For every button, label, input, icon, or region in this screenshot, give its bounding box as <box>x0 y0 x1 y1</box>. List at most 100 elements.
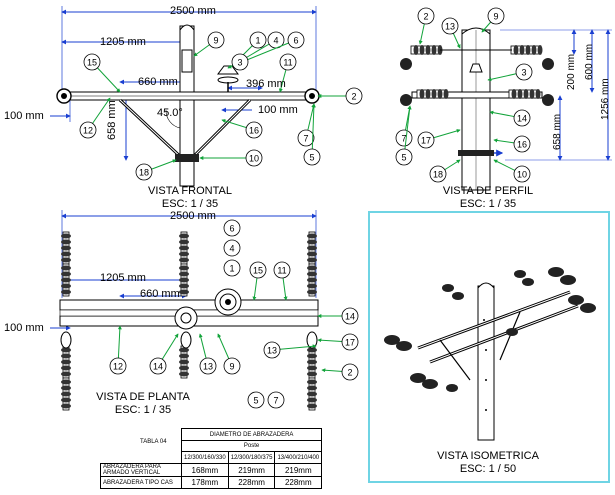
callout-number: 6 <box>229 224 234 234</box>
callout-number: 13 <box>203 362 213 372</box>
callout-leader <box>311 103 316 158</box>
table-col: 13/400/210/400 <box>274 451 323 464</box>
callout-balloon <box>83 53 101 71</box>
callout-balloon <box>207 31 225 49</box>
caption-side-scale: ESC: 1 / 35 <box>459 198 517 210</box>
callout-number: 9 <box>213 36 218 46</box>
dim-plan-2500: 2500 mm <box>170 210 216 222</box>
callout-number: 12 <box>83 126 93 136</box>
callout-balloon <box>199 357 217 375</box>
callout-balloon <box>287 31 305 49</box>
caption-iso: VISTA ISOMETRICA ESC: 1 / 50 <box>428 450 548 476</box>
plan-view <box>50 210 319 411</box>
callout-balloon <box>263 341 281 359</box>
callout-number: 17 <box>345 338 355 348</box>
table-cell: 219mm <box>274 463 323 477</box>
callout-balloon <box>513 135 531 153</box>
callout-balloon <box>79 121 97 139</box>
callout-number: 15 <box>87 58 97 68</box>
callout-number: 7 <box>303 134 308 144</box>
callout-balloon <box>513 165 531 183</box>
dim-front-angle: 45.0° <box>157 107 183 119</box>
callout-number: 4 <box>273 36 278 46</box>
clamp-table: DIAMETRO DE ABRAZADERA Poste 12/300/160/… <box>100 428 323 489</box>
callout-number: 7 <box>273 396 278 406</box>
callout-balloon <box>231 53 249 71</box>
dim-front-660: 660 mm <box>138 76 178 88</box>
callout-balloon <box>223 239 241 257</box>
dim-front-100-right: 100 mm <box>258 104 298 116</box>
dim-front-2500: 2500 mm <box>170 5 216 17</box>
callout-balloon <box>273 261 291 279</box>
callout-number: 13 <box>445 22 455 32</box>
callout-number: 5 <box>253 396 258 406</box>
callout-number: 6 <box>293 36 298 46</box>
callout-balloon <box>223 219 241 237</box>
callout-number: 1 <box>255 36 260 46</box>
callout-balloon <box>279 53 297 71</box>
callout-balloon <box>303 148 321 166</box>
caption-front: VISTA FRONTAL ESC: 1 / 35 <box>140 185 240 211</box>
callout-leader <box>403 105 412 158</box>
table-cell: 168mm <box>181 463 229 477</box>
caption-side: VISTA DE PERFIL ESC: 1 / 35 <box>438 185 538 211</box>
callout-number: 15 <box>253 266 263 276</box>
callout-number: 18 <box>433 170 443 180</box>
callout-balloon <box>109 357 127 375</box>
callout-balloon <box>417 131 435 149</box>
callout-balloon <box>247 391 265 409</box>
caption-side-title: VISTA DE PERFIL <box>442 185 534 197</box>
dim-plan-1205: 1205 mm <box>100 272 146 284</box>
table-header-group: DIAMETRO DE ABRAZADERA <box>180 428 323 441</box>
table-row-label: ABRAZADERA TIPO CAS <box>100 476 182 489</box>
callout-balloon <box>441 17 459 35</box>
callout-balloon <box>417 7 435 25</box>
table-row-label: ABRAZADERA PARA ARMADO VERTICAL <box>100 463 182 477</box>
caption-plan: VISTA DE PLANTA ESC: 1 / 35 <box>88 391 198 417</box>
caption-plan-title: VISTA DE PLANTA <box>96 391 190 403</box>
callout-number: 9 <box>493 12 498 22</box>
caption-front-scale: ESC: 1 / 35 <box>161 198 219 210</box>
table-col: 12/300/160/330 <box>181 451 229 464</box>
callout-balloon <box>513 109 531 127</box>
dim-plan-100: 100 mm <box>4 322 44 334</box>
side-view <box>400 27 612 191</box>
callout-balloon <box>223 259 241 277</box>
callout-number: 14 <box>345 312 355 322</box>
callout-number: 2 <box>347 368 352 378</box>
caption-plan-scale: ESC: 1 / 35 <box>114 404 172 416</box>
dim-side-200: 200 mm <box>566 53 577 90</box>
callout-number: 2 <box>351 92 356 102</box>
callout-balloon <box>341 307 359 325</box>
callout-balloon <box>341 333 359 351</box>
dim-front-396: 396 mm <box>246 78 286 90</box>
callout-number: 7 <box>401 134 406 144</box>
table-header-sub: Poste <box>180 440 323 452</box>
callout-balloon <box>297 129 315 147</box>
callout-balloon <box>395 148 413 166</box>
front-view <box>50 6 320 187</box>
table-col: 12/300/180/375 <box>227 451 276 464</box>
callout-balloon <box>249 261 267 279</box>
caption-front-title: VISTA FRONTAL <box>148 185 232 197</box>
isometric-view <box>368 211 610 483</box>
callout-number: 10 <box>517 170 527 180</box>
callout-balloon <box>267 391 285 409</box>
callout-number: 17 <box>421 136 431 146</box>
caption-iso-title: VISTA ISOMETRICA <box>437 450 539 462</box>
dim-front-658: 658 mm <box>106 100 118 140</box>
table-cell: 228mm <box>274 476 323 489</box>
callout-balloon <box>249 31 267 49</box>
table-cell: 219mm <box>227 463 276 477</box>
table-cell: 178mm <box>181 476 229 489</box>
callout-number: 18 <box>139 168 149 178</box>
callout-number: 13 <box>267 346 277 356</box>
callout-balloon <box>487 7 505 25</box>
callout-number: 11 <box>283 58 292 68</box>
table-cell: 228mm <box>227 476 276 489</box>
dim-side-1256: 1256 mm <box>600 78 611 120</box>
callout-balloon <box>395 129 413 147</box>
dim-plan-660: 660 mm <box>140 288 180 300</box>
